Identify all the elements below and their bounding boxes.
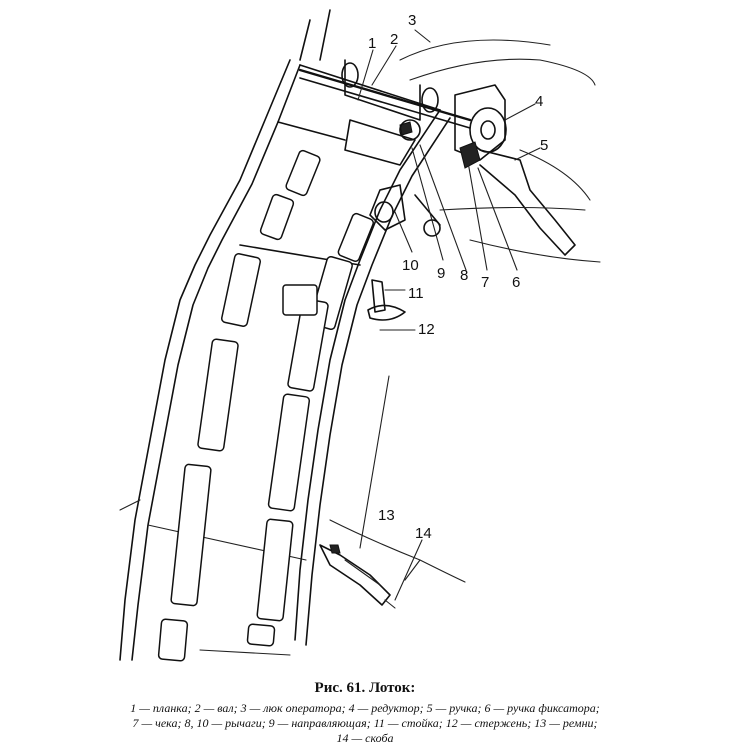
callout-7: 7 (481, 274, 489, 291)
callout-4: 4 (535, 93, 543, 110)
callout-13: 13 (378, 507, 395, 524)
callout-3: 3 (408, 12, 416, 29)
legend-line: 7 — чека; 8, 10 — рычаги; 9 — направляющ… (132, 716, 598, 730)
callout-9: 9 (437, 265, 445, 282)
callout-1: 1 (368, 35, 376, 52)
figure-caption: Рис. 61. Лоток: 1 — планка; 2 — вал; 3 —… (0, 680, 730, 746)
belts-and-bracket (319, 544, 421, 609)
callout-11: 11 (408, 285, 424, 302)
figure-title: Рис. 61. Лоток: (0, 680, 730, 697)
stand-and-rod (367, 279, 416, 331)
callout-2: 2 (390, 31, 398, 48)
callout-12: 12 (418, 321, 435, 338)
figure-number: Рис. 61. (314, 680, 366, 696)
legend-line: 1 — планка; 2 — вал; 3 — люк оператора; … (130, 701, 600, 715)
leader-lines (357, 29, 541, 601)
figure-legend: 1 — планка; 2 — вал; 3 — люк оператора; … (0, 701, 730, 746)
callout-10: 10 (402, 257, 419, 274)
figure-title-text: Лоток: (369, 680, 416, 696)
tray-technical-drawing: 1 2 3 4 5 6 7 8 9 10 11 12 13 14 (119, 9, 601, 662)
legend-line: 14 — скоба (336, 731, 394, 745)
callout-14: 14 (415, 525, 432, 542)
tray-slots-right (246, 212, 374, 647)
callout-5: 5 (540, 137, 548, 154)
callout-8: 8 (460, 267, 468, 284)
callout-6: 6 (512, 274, 520, 291)
top-mechanism (298, 9, 576, 256)
tray-slots-left (157, 149, 321, 662)
callout-labels: 1 2 3 4 5 6 7 8 9 10 11 12 13 14 (368, 12, 548, 542)
